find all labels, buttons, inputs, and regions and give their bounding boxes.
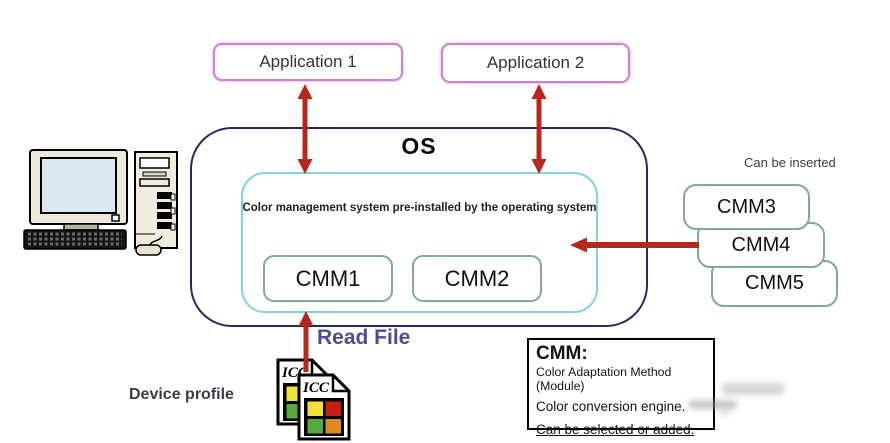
computer-monitor — [29, 149, 128, 231]
cmm-definition-title: CMM: — [536, 343, 588, 364]
os-box — [190, 127, 648, 327]
icc-profile-icon-front: ICC — [297, 373, 351, 441]
cmm3-box: CMM3 — [683, 184, 810, 230]
cmm1-box: CMM1 — [263, 255, 393, 302]
cmm1-label: CMM1 — [295, 265, 361, 291]
application-1-box: Application 1 — [213, 43, 403, 81]
os-title: OS — [401, 133, 437, 159]
cmm-definition-subtitle: Color Adaptation Method (Module) — [536, 364, 672, 394]
computer-tower — [134, 151, 178, 249]
icc-text-front: ICC — [302, 380, 330, 396]
cmm4-label: CMM4 — [731, 233, 791, 256]
cmm-definition-note: Can be selected or added. — [536, 422, 695, 438]
application-2-label: Application 2 — [486, 53, 585, 72]
cms-caption: Color management system pre-installed by… — [242, 202, 597, 214]
cmm-definition-description: Color conversion engine. — [536, 399, 738, 414]
computer-mouse — [135, 235, 163, 256]
cmm2-label: CMM2 — [444, 265, 510, 291]
cmm5-label: CMM5 — [745, 272, 804, 294]
application-1-label: Application 1 — [259, 52, 357, 71]
can-be-inserted-label: Can be inserted — [744, 155, 836, 170]
computer-keyboard — [23, 229, 127, 250]
read-file-label: Read File — [317, 326, 411, 349]
cmm3-label: CMM3 — [717, 195, 776, 218]
device-profile-label: Device profile — [129, 386, 234, 403]
computer-illustration — [23, 149, 178, 256]
blurred-watermark-outer — [722, 383, 784, 395]
blurred-watermark-dot — [721, 408, 729, 416]
blurred-watermark-inner — [689, 400, 738, 410]
cmm-definition-box: CMM: Color Adaptation Method (Module) Co… — [527, 338, 738, 437]
cmm2-box: CMM2 — [412, 255, 542, 302]
application-2-box: Application 2 — [441, 43, 630, 83]
